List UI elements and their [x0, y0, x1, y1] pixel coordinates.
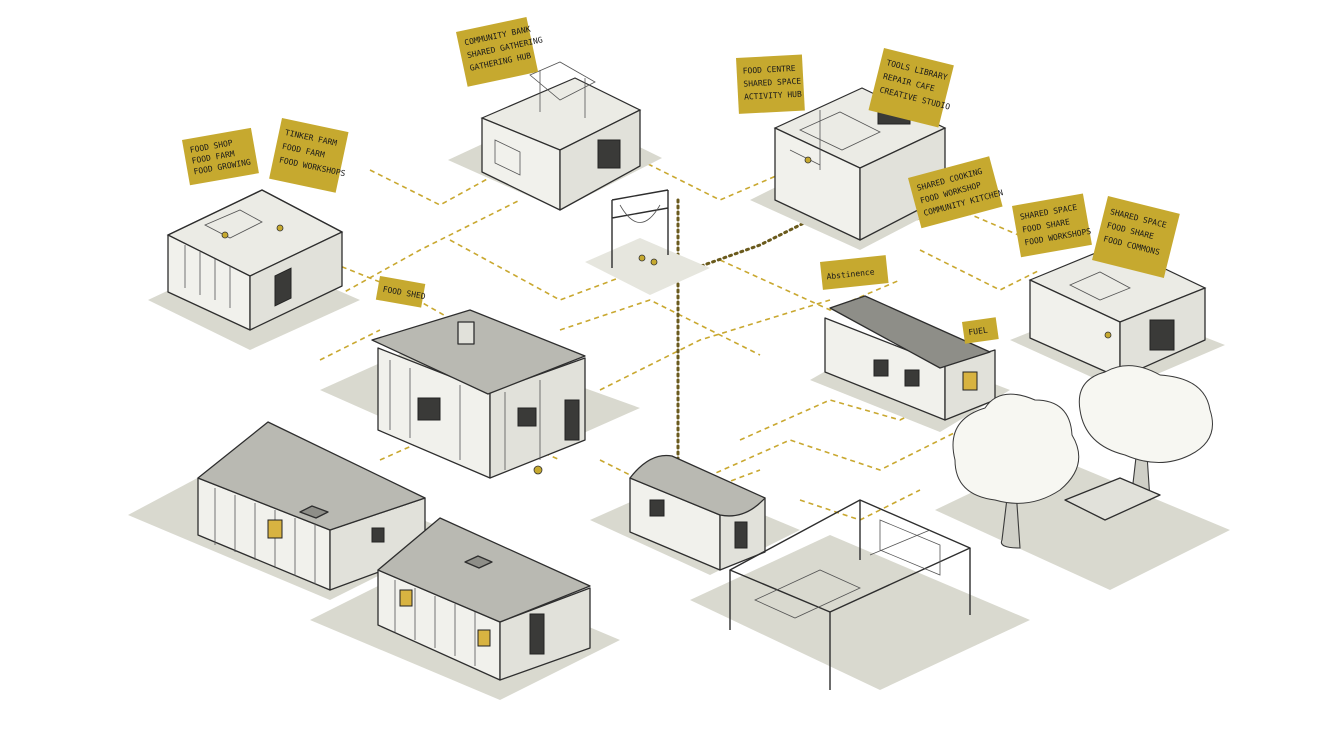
building-open-box-top — [448, 61, 662, 211]
label-abstinence: Abstinence — [820, 255, 889, 290]
building-barn-front — [310, 517, 620, 700]
label-food-centre: FOOD CENTRE SHARED SPACE ACTIVITY HUB — [736, 54, 805, 114]
connector-line — [329, 199, 521, 301]
label-food-shop: FOOD SHOP FOOD FARM FOOD GROWING — [182, 127, 259, 186]
tree-trunk — [1000, 489, 1021, 549]
building-barn-left — [128, 421, 460, 600]
building-open-room-left — [148, 189, 360, 350]
label-shared-cooking: SHARED COOKING FOOD WORKSHOP COMMUNITY K… — [908, 156, 1004, 229]
building-cottage-right — [810, 295, 1010, 432]
label-community-bank: COMMUNITY BANK SHARED GATHERING GATHERIN… — [456, 17, 544, 87]
building-wooden-cabin — [320, 309, 640, 479]
label-line: FOOD CENTRE — [742, 64, 796, 76]
connector-line — [699, 429, 961, 481]
label-tools-library: TOOLS LIBRARY REPAIR CAFE CREATIVE STUDI… — [868, 48, 954, 128]
tree-canopy — [1078, 365, 1213, 463]
tree-cluster — [935, 365, 1230, 590]
building-shepherd-hut — [590, 454, 800, 575]
connector-line — [559, 299, 761, 356]
label-line: ACTIVITY HUB — [744, 90, 802, 102]
label-fuel: FUEL — [962, 317, 999, 344]
label-shared-space-b: SHARED SPACE FOOD SHARE FOOD COMMONS — [1092, 196, 1180, 278]
connector-line — [599, 299, 831, 391]
connector-line — [449, 239, 641, 301]
label-line: SHARED SPACE — [743, 77, 801, 89]
label-line: FUEL — [968, 326, 989, 338]
greenhouse-frame — [690, 499, 1030, 690]
label-tinker-farm: TINKER FARM FOOD FARM FOOD WORKSHOPS — [269, 118, 349, 193]
label-food-shed: FOOD SHED — [375, 276, 426, 308]
connector-line — [919, 249, 1041, 291]
label-shared-space-a: SHARED SPACE FOOD SHARE FOOD WORKSHOPS — [1011, 193, 1092, 258]
building-box-far-right — [1010, 244, 1225, 390]
tree-canopy — [952, 393, 1080, 504]
connector-line — [639, 159, 791, 201]
connector-line — [719, 259, 901, 311]
connector-line — [319, 329, 381, 361]
connector-line — [599, 459, 761, 501]
pergola-center — [585, 189, 710, 295]
